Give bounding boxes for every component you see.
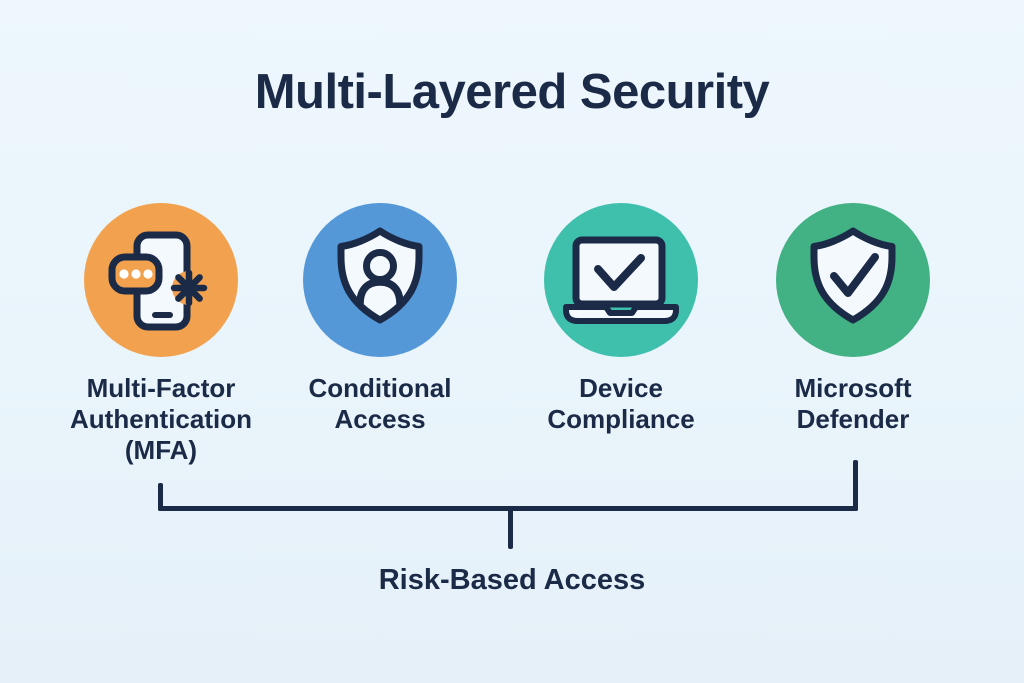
page-title: Multi-Layered Security [254,65,770,119]
phone-home-bar [152,312,173,318]
layer-device-compliance: Device Compliance [501,203,741,435]
bracket-right-tick [853,460,858,511]
laptop-screen [572,236,666,308]
layer-microsoft-defender: Microsoft Defender [733,203,973,435]
layer-conditional-access: Conditional Access [260,203,500,435]
bracket-center-stem [508,506,513,549]
bracket-label: Risk-Based Access [378,564,646,596]
asterisk-glyph [170,269,208,307]
layer-mfa: Multi-Factor Authentication (MFA) [41,203,281,466]
bracket-left-tick [158,483,163,511]
shield-outline [810,227,896,324]
screen-checkmark [594,254,645,291]
shield-check-icon [776,203,930,357]
shield-user-icon [303,203,457,357]
shield-checkmark [830,253,879,297]
user-shoulders [356,278,404,305]
phone-mfa-icon [84,203,238,357]
sms-code-dots [119,269,153,279]
layer-label-device-compliance: Device Compliance [547,373,695,434]
layer-label-conditional-access: Conditional Access [308,373,452,434]
laptop-check-icon [544,203,698,357]
laptop-base [563,304,679,324]
layer-label-mfa: Multi-Factor Authentication (MFA) [70,373,252,465]
layer-label-microsoft-defender: Microsoft Defender [794,373,912,434]
